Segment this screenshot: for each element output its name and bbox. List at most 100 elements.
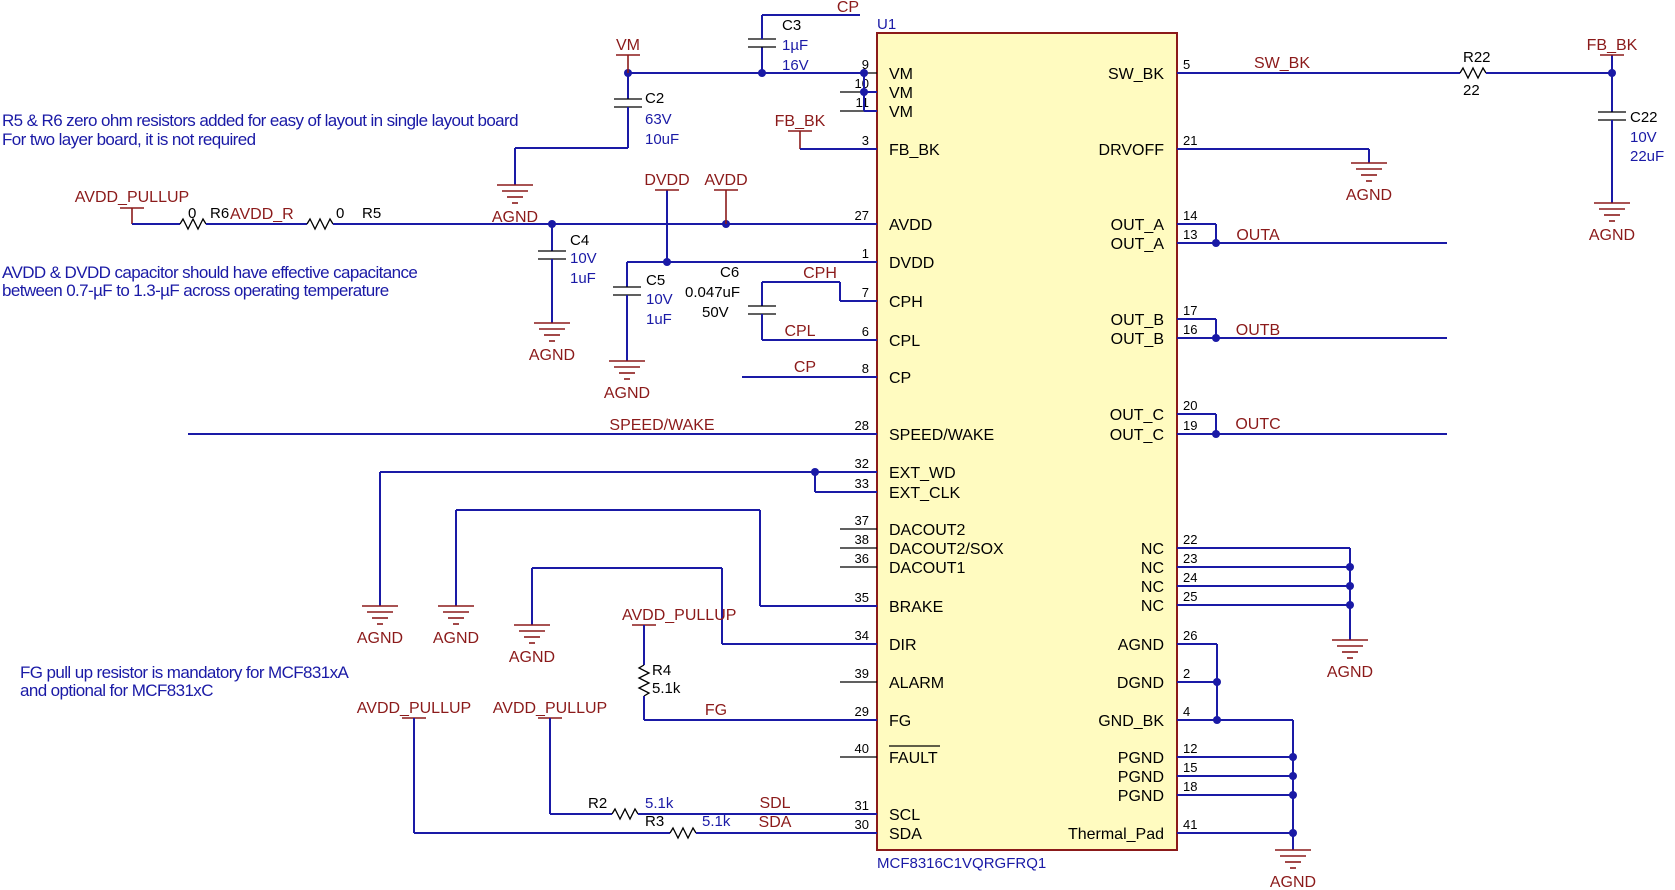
sw-bk-section: FB_BK SW_BK R22 22 C22 10V 22uF [1177,37,1664,203]
vm-section: VM CP C3 1µF 16V C2 63V 10uF [514,0,877,185]
ic-part-number: MCF8316C1VQRGFRQ1 [877,855,1046,872]
left-pin-name: DACOUT2 [889,522,966,539]
agnd-label: AGND [1270,874,1316,890]
r2-value: 5.1k [645,795,674,812]
left-pin-name: DACOUT1 [889,560,966,577]
agnd-symbol: AGND [1346,162,1392,204]
note-r5-r6-line1: R5 & R6 zero ohm resistors added for eas… [2,111,518,130]
cpl-net-label: CPL [784,323,815,340]
avdd-pullup-label-fg: AVDD_PULLUP [622,607,736,624]
left-pin-number: 36 [855,551,869,566]
left-pin-name: DVDD [889,255,934,272]
left-pin-number: 27 [855,208,869,223]
r2-ref: R2 [588,795,607,812]
left-pin-name: CPH [889,294,923,311]
c3-value: 1µF [782,37,808,54]
drvoff-section [1177,148,1370,163]
left-pin-number: 7 [862,285,869,300]
right-pin-number: 13 [1183,227,1197,242]
left-pin-name: FB_BK [889,142,940,159]
ext-wd-clk-ground [379,468,877,606]
c2-ref: C2 [645,90,664,107]
outb-net-label: OUTB [1236,322,1280,339]
left-pin-name: EXT_CLK [889,485,960,502]
fb-bk-left: FB_BK [775,113,877,150]
left-pin-name: VM [889,104,913,121]
c22-voltage: 10V [1630,129,1657,146]
charge-pump-section: CPH CPL C6 0.047uF 50V CP [685,264,877,378]
agnd-label: AGND [492,209,538,226]
right-pin-number: 19 [1183,418,1197,433]
left-pin-number: 30 [855,817,869,832]
left-pin-number: 29 [855,704,869,719]
note-r5-r6-line2: For two layer board, it is not required [2,130,256,149]
note-avdd-dvdd-line2: between 0.7-µF to 1.3-µF across operatin… [2,281,389,300]
left-pin-name: FG [889,713,911,730]
right-pin-number: 14 [1183,208,1197,223]
left-pin-number: 10 [855,76,869,91]
fb-bk-net-label: FB_BK [775,113,826,130]
left-pin-number: 33 [855,476,869,491]
right-pin-name: PGND [1118,750,1164,767]
avdd-pullup-label-1: AVDD_PULLUP [75,189,189,206]
left-pin-name: DACOUT2/SOX [889,541,1004,558]
outa-net-label: OUTA [1236,227,1280,244]
c6-voltage: 50V [702,304,729,321]
r6-ref: R6 [210,205,229,222]
left-pin-name: VM [889,66,913,83]
left-pin-number: 34 [855,628,869,643]
agnd-symbol: AGND [604,360,650,402]
power-ground [1177,643,1297,850]
right-pin-number: 17 [1183,303,1197,318]
agnd-symbol: AGND [492,184,538,226]
right-pin-number: 41 [1183,817,1197,832]
r3-ref: R3 [645,813,664,830]
right-pin-number: 20 [1183,398,1197,413]
right-pin-name: Thermal_Pad [1068,826,1164,843]
left-pin-number: 1 [862,246,869,261]
c6-value: 0.047uF [685,284,740,301]
right-pin-name: DGND [1117,675,1164,692]
cp-net-label-left: CP [794,359,816,376]
right-pin-number: 26 [1183,628,1197,643]
agnd-symbol: AGND [357,605,403,647]
avdd-r-net-label: AVDD_R [230,206,294,223]
right-pin-number: 2 [1183,666,1190,681]
agnd-label: AGND [509,649,555,666]
right-pin-name: SW_BK [1108,66,1164,83]
left-pin-number: 8 [862,361,869,376]
left-pin-name: ALARM [889,675,944,692]
left-pin-name: BRAKE [889,599,943,616]
right-pin-name: NC [1141,560,1164,577]
right-pin-number: 5 [1183,57,1190,72]
left-pin-name: FAULT [889,750,938,767]
c4-ref: C4 [570,232,589,249]
c6-ref: C6 [720,264,739,281]
right-pin-name: NC [1141,579,1164,596]
right-pin-number: 18 [1183,779,1197,794]
right-pin-name: GND_BK [1098,713,1164,730]
right-pin-number: 12 [1183,741,1197,756]
speed-wake-net-label: SPEED/WAKE [609,417,714,434]
fb-bk-net-label-right: FB_BK [1587,37,1638,54]
outc-net-label: OUTC [1235,416,1280,433]
c5-voltage: 10V [646,291,673,308]
ic-body [876,32,1178,851]
left-pin-name: EXT_WD [889,465,956,482]
c5-ref: C5 [646,272,665,289]
right-pin-number: 16 [1183,322,1197,337]
agnd-label: AGND [357,630,403,647]
cp-net-label-top: CP [837,0,859,16]
left-pin-name: VM [889,85,913,102]
agnd-symbol: AGND [1327,639,1373,681]
right-pin-number: 15 [1183,760,1197,775]
left-pin-name: SCL [889,807,920,824]
left-pin-number: 40 [855,741,869,756]
sdl-net-label: SDL [759,795,790,812]
right-pin-name: OUT_A [1111,217,1165,234]
agnd-label: AGND [1589,227,1635,244]
right-pin-number: 22 [1183,532,1197,547]
right-pin-number: 25 [1183,589,1197,604]
dvdd-net-label: DVDD [644,172,689,189]
